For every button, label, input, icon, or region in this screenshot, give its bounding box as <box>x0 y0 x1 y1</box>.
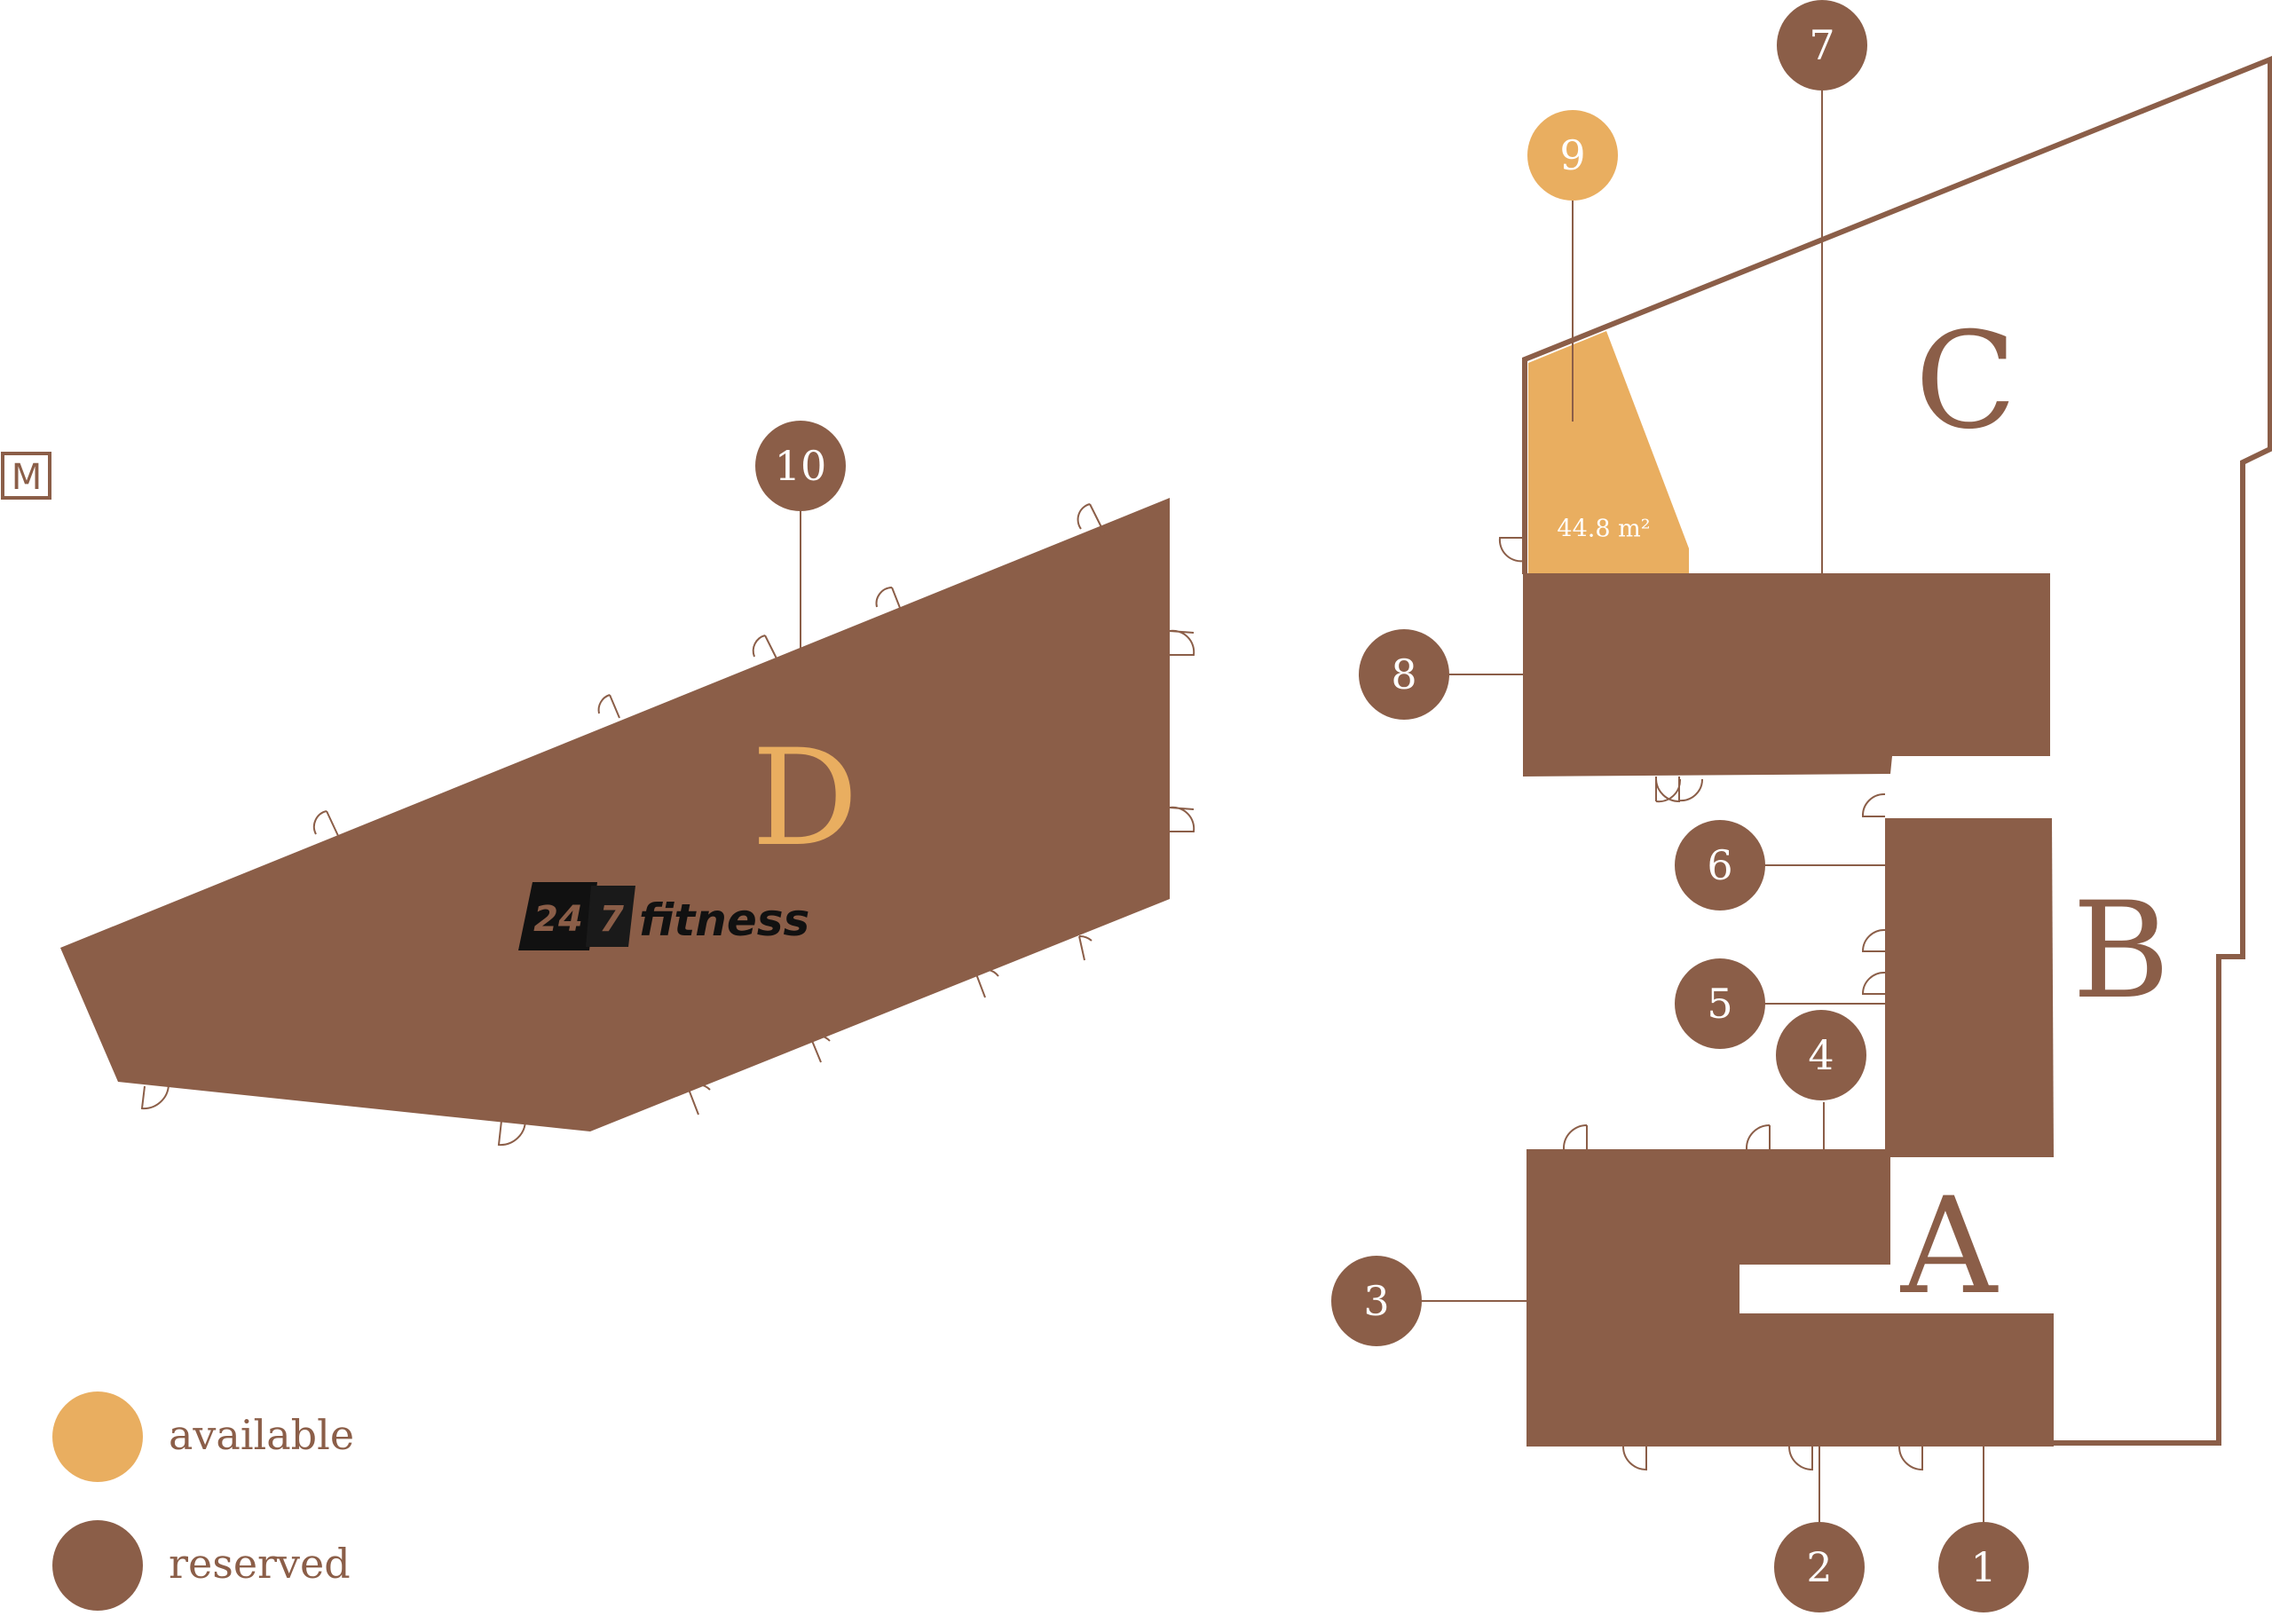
building-c-letter: C <box>1915 304 2017 459</box>
legend-label-available: available <box>169 1411 354 1459</box>
tenant-logo: 24 7 fitness <box>518 882 809 950</box>
unit-pin-3[interactable]: 3 <box>1331 1256 1422 1346</box>
unit-pin-7-label: 7 <box>1809 21 1834 69</box>
unit-pin-1[interactable]: 1 <box>1938 1522 2029 1612</box>
unit-7-8-shape[interactable] <box>1523 573 2050 777</box>
legend-swatch-reserved <box>52 1520 143 1611</box>
unit-pin-10-label: 10 <box>775 442 827 490</box>
metro-icon: M <box>1 452 51 500</box>
logo-part-24: 24 <box>533 899 583 940</box>
logo-fitness: fitness <box>639 895 809 946</box>
unit-pin-8[interactable]: 8 <box>1359 629 1449 720</box>
unit-pin-9[interactable]: 9 <box>1527 110 1618 201</box>
legend: available reserved <box>52 1391 354 1611</box>
unit-pin-1-label: 1 <box>1970 1543 1996 1591</box>
building-d: D 24 7 fitness <box>60 498 1195 1147</box>
unit-pin-9-label: 9 <box>1559 131 1585 179</box>
logo-part-7: 7 <box>599 899 624 940</box>
unit-pin-5-label: 5 <box>1707 980 1732 1028</box>
unit-pin-3-label: 3 <box>1363 1277 1389 1325</box>
building-complex: 44.8 m² C B A <box>1498 55 2272 1471</box>
unit-pin-2[interactable]: 2 <box>1774 1522 1865 1612</box>
unit-pin-4[interactable]: 4 <box>1776 1010 1866 1100</box>
unit-pin-6[interactable]: 6 <box>1675 820 1765 911</box>
building-a-letter: A <box>1900 1170 1999 1324</box>
legend-item-available: available <box>52 1391 354 1482</box>
unit-pin-2-label: 2 <box>1806 1543 1832 1591</box>
legend-item-reserved: reserved <box>52 1520 351 1611</box>
legend-label-reserved: reserved <box>169 1540 351 1588</box>
unit-b-shape[interactable] <box>1885 818 2054 1157</box>
metro-label: M <box>12 457 43 498</box>
legend-swatch-available <box>52 1391 143 1482</box>
unit-pin-6-label: 6 <box>1707 841 1732 889</box>
unit-pin-4-label: 4 <box>1808 1031 1834 1079</box>
unit-9-area: 44.8 m² <box>1557 516 1650 543</box>
unit-pin-5[interactable]: 5 <box>1675 958 1765 1049</box>
building-d-letter: D <box>752 721 858 876</box>
unit-pin-10[interactable]: 10 <box>755 421 846 511</box>
door-icon <box>1498 537 1923 1471</box>
unit-pin-7[interactable]: 7 <box>1777 0 1867 91</box>
unit-10-shape[interactable] <box>60 498 1170 1131</box>
unit-9-shape[interactable] <box>1528 331 1689 573</box>
door-icon <box>140 503 1195 1147</box>
building-outline <box>1522 55 2272 1446</box>
unit-a-shape[interactable] <box>1526 1149 2054 1447</box>
building-b-letter: B <box>2072 874 2170 1029</box>
unit-pin-8-label: 8 <box>1391 650 1416 698</box>
